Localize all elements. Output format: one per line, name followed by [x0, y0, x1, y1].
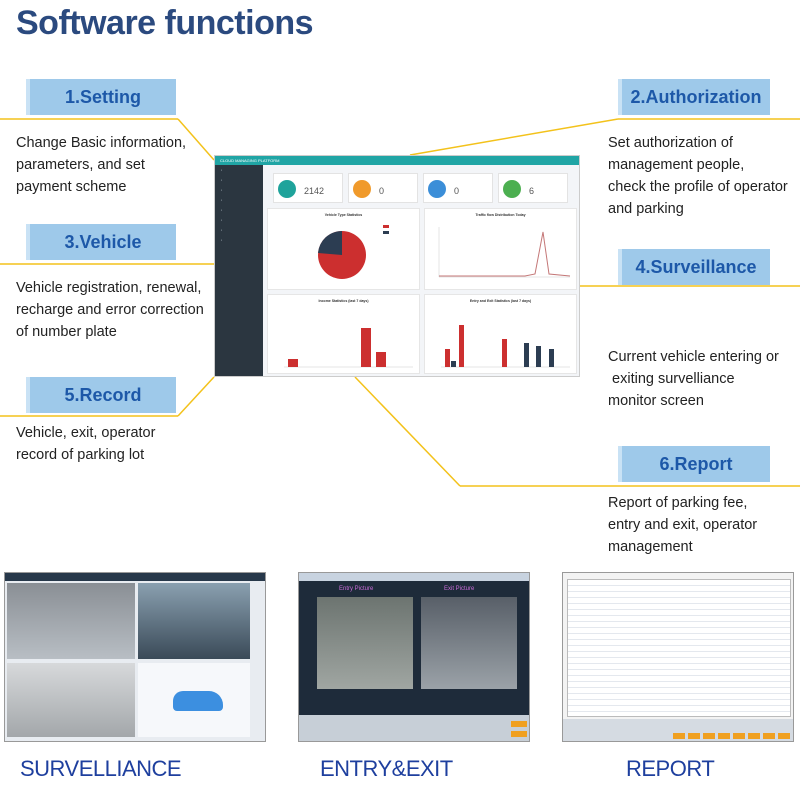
traffic-flow-panel: Traffic flow Distribution Today	[424, 208, 577, 290]
pie-chart	[318, 225, 389, 279]
dashboard-sidebar: ▪▪▪▪ ▪▪▪▪	[215, 165, 263, 376]
stat-card: 0	[348, 173, 418, 203]
vehicle-label: 3.Vehicle	[26, 224, 176, 260]
income-bar-chart	[284, 328, 413, 368]
surveillance-screenshot	[4, 572, 266, 742]
setting-description: Change Basic information,parameters, and…	[16, 135, 187, 195]
stat-card: 0	[423, 173, 493, 203]
report-screenshot	[562, 572, 794, 742]
report-caption: REPORT	[626, 756, 715, 781]
entry-exit-screenshot: Entry Picture Exit Picture	[298, 572, 530, 742]
vehicle-description: Vehicle registration, renewal,recharge a…	[16, 280, 204, 340]
line-chart	[438, 227, 571, 278]
surveillance-caption: SURVELLIANCE	[20, 756, 182, 781]
record-label: 5.Record	[26, 377, 176, 413]
stat-card: 2142	[273, 173, 343, 203]
page-title: Software functions	[16, 4, 314, 42]
authorization-label: 2.Authorization	[618, 79, 770, 115]
surveillance-description: Current vehicle entering or exiting surv…	[608, 349, 779, 409]
surveillance-label: 4.Surveillance	[618, 249, 770, 285]
entry-exit-caption: ENTRY&EXIT	[320, 756, 453, 781]
report-label: 6.Report	[618, 446, 770, 482]
entry-exit-bar-chart	[441, 325, 570, 368]
vehicle-type-panel: Vehicle Type Statistics	[267, 208, 420, 290]
income-panel: Income Statistics (last 7 days)	[267, 294, 420, 374]
stat-card: 6	[498, 173, 568, 203]
dashboard-screenshot: CLOUD MANAGING PLATFORM ▪▪▪▪ ▪▪▪▪ 2142 0…	[214, 155, 580, 377]
entry-exit-panel: Entry and Exit Statistics (last 7 days)	[424, 294, 577, 374]
dashboard-topbar: CLOUD MANAGING PLATFORM	[215, 156, 579, 165]
report-description: Report of parking fee,entry and exit, op…	[608, 495, 758, 555]
setting-label: 1.Setting	[26, 79, 176, 115]
